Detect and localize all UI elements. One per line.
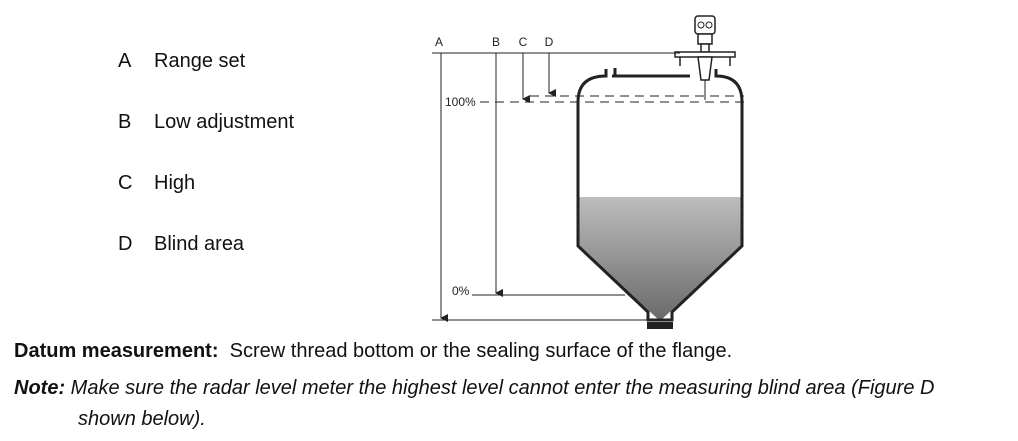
legend-label: Low adjustment [154,111,295,133]
legend-label: Range set [154,50,246,72]
marker-a: A [435,35,443,49]
legend-letter: A [118,50,132,72]
datum-measurement: Datum measurement: Screw thread bottom o… [14,339,732,363]
note-label: Note: [14,377,66,399]
tank-nozzle [612,68,690,78]
legend-row-a: A Range set [118,49,245,73]
note-text-line1: Make sure the radar level meter the high… [70,377,935,399]
legend-letter: D [118,233,133,255]
note-text-line2: shown below). [78,408,206,430]
datum-text: Screw thread bottom or the sealing surfa… [229,340,733,362]
bottom-outlet [647,322,673,329]
legend-label: High [154,172,196,194]
datum-label: Datum measurement: [14,340,219,362]
legend-row-c: C High [118,171,195,195]
legend-letter: B [118,111,132,133]
legend-row-b: B Low adjustment [118,110,294,134]
marker-c: C [519,35,528,49]
radar-sensor-icon [674,15,736,100]
note-paragraph: Note: Make sure the radar level meter th… [14,373,1004,435]
legend-row-d: D Blind area [118,232,244,256]
level-100-label: 100% [445,95,476,109]
marker-b: B [492,35,500,49]
marker-d: D [545,35,554,49]
tank-outline [576,69,744,322]
liquid-fill [578,197,742,320]
legend-label: Blind area [154,233,245,255]
legend-letter: C [118,172,133,194]
level-0-label: 0% [452,284,470,298]
